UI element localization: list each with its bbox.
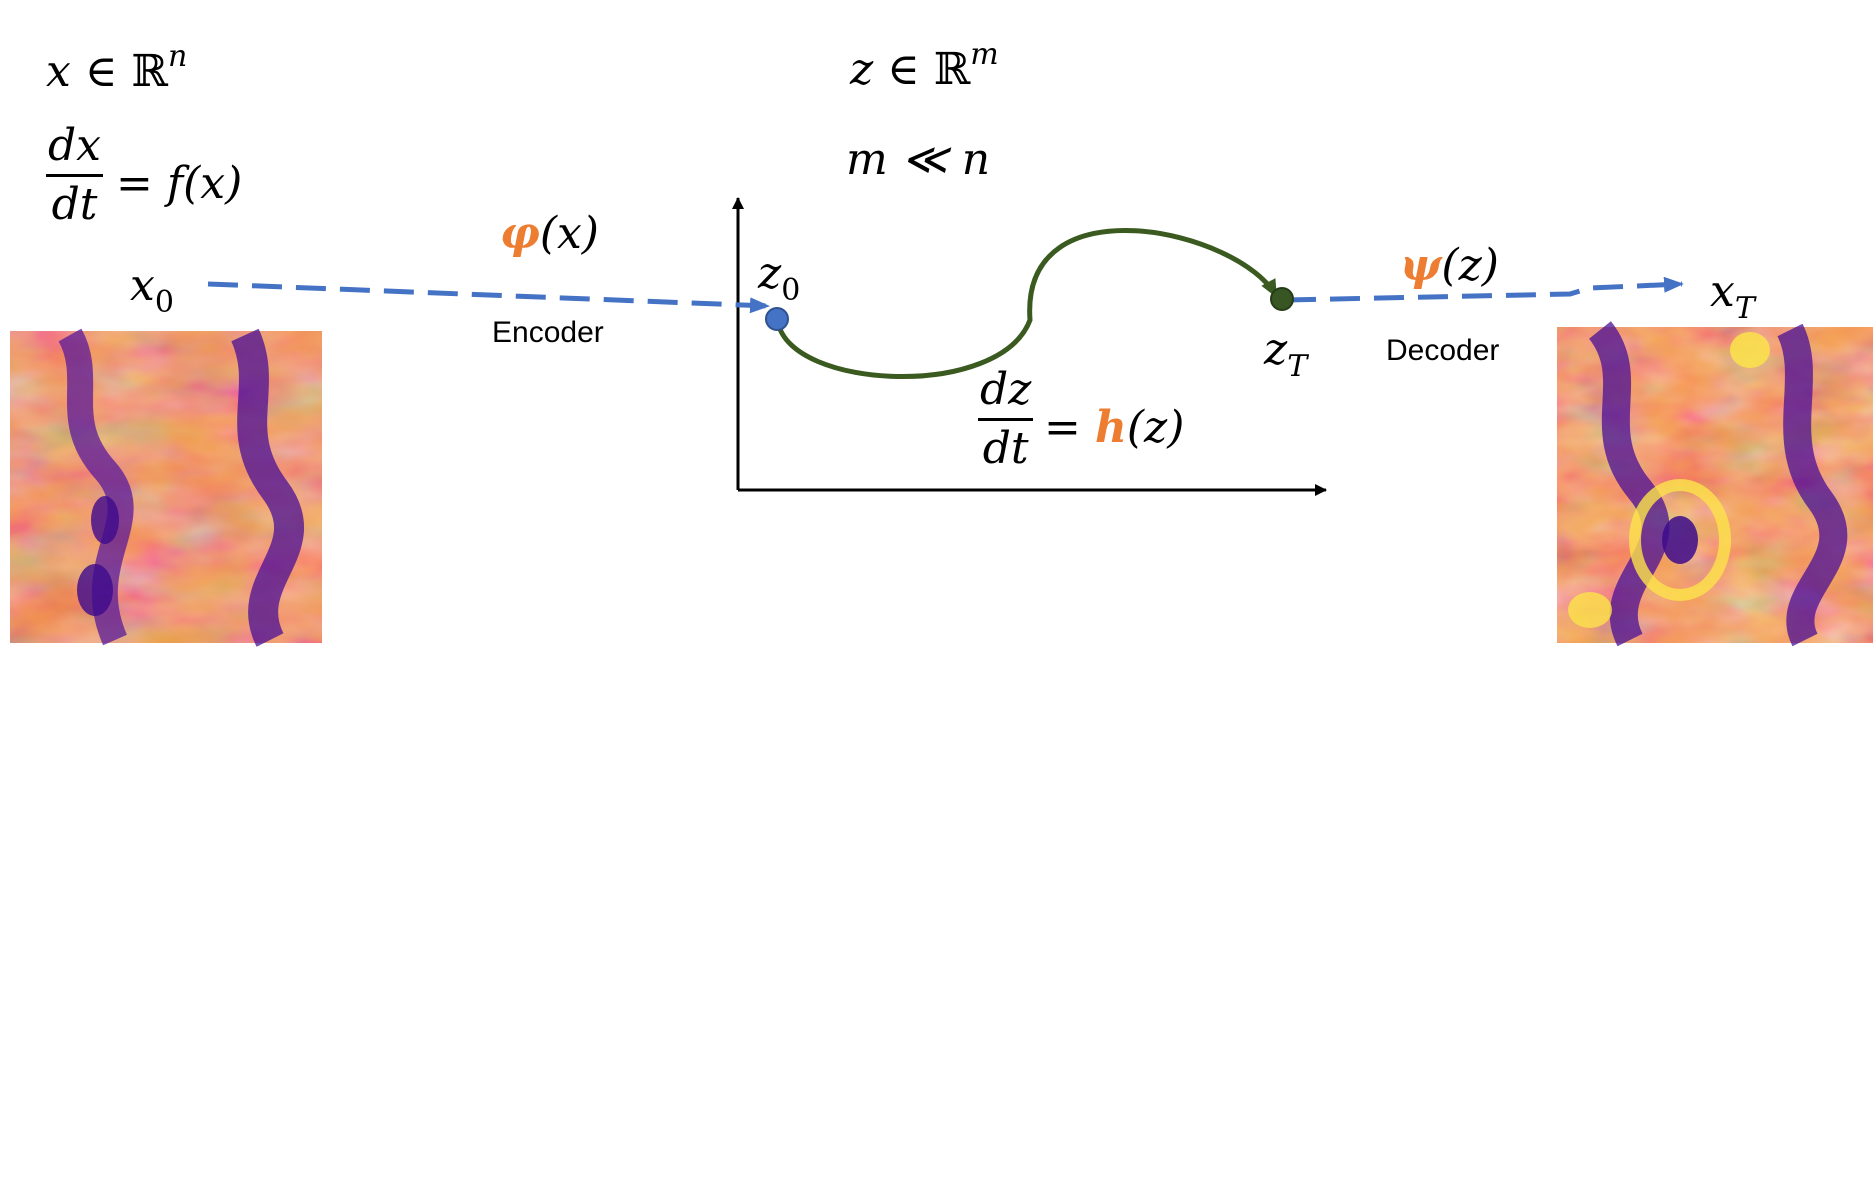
initial-state-heatmap (10, 328, 322, 647)
full-space-ode-fraction: dx dt (46, 120, 103, 230)
final-state-heatmap (1557, 321, 1873, 647)
decoder-arrow (1285, 276, 1684, 303)
latent-space-membership: z ∈ ℝm (850, 37, 999, 95)
decoder-label: Decoder (1386, 334, 1500, 367)
latent-ode-fraction: dz dt (978, 364, 1034, 474)
latent-trajectory (775, 228, 1279, 379)
encoder-arrow (207, 281, 770, 314)
dimension-relation: m ≪ n (846, 134, 991, 185)
full-space-membership: x ∈ ℝn (46, 39, 188, 97)
latent-start-point (765, 307, 789, 331)
latent-axes (732, 197, 1327, 496)
encoder-label: Encoder (492, 316, 604, 349)
latent-ode-rhs: = h(z) (1044, 402, 1185, 453)
latent-end-label: zT (1264, 324, 1308, 384)
encoder-function: φ(x) (500, 208, 599, 259)
initial-state-label: x0 (130, 260, 174, 320)
decoder-function: ψ(z) (1400, 240, 1499, 291)
full-space-ode-rhs: = f(x) (116, 158, 243, 209)
latent-end-point (1270, 287, 1294, 311)
latent-start-label: z0 (758, 248, 801, 308)
final-state-label: xT (1710, 266, 1755, 326)
